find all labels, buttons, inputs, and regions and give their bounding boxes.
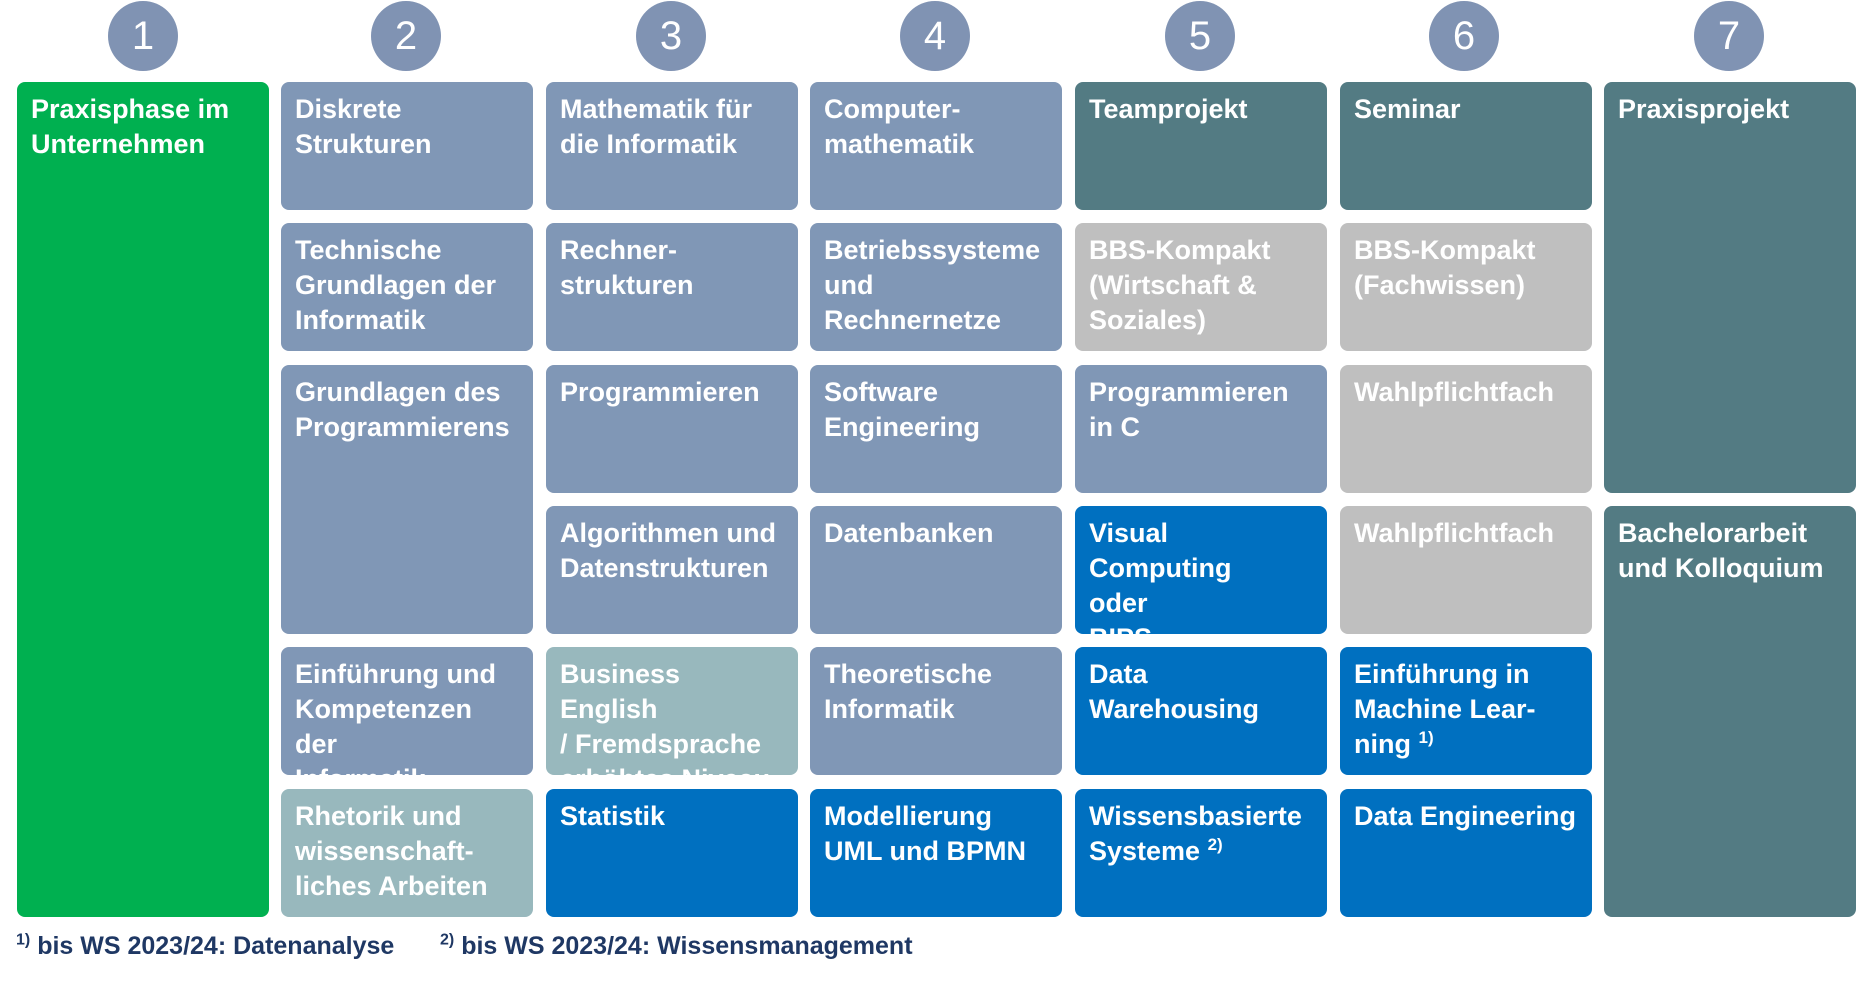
module-machine-learning: Einführung in Machine Lear- ning 1): [1340, 647, 1592, 775]
module-theoretische-informatik: Theoretische Informatik: [810, 647, 1062, 775]
semester-1-badge: 1: [108, 1, 178, 71]
module-grundlagen-programmieren: Grundlagen des Programmierens: [281, 365, 533, 634]
semester-3-badge: 3: [636, 1, 706, 71]
footnote-1-mark: 1): [16, 931, 31, 949]
module-betriebssysteme: Betriebssysteme und Rechnernetze: [810, 223, 1062, 351]
module-data-engineering: Data Engineering: [1340, 789, 1592, 917]
module-programmieren: Programmieren: [546, 365, 798, 493]
footnote-2-text: bis WS 2023/24: Wissensmanagement: [461, 932, 913, 960]
module-bachelorarbeit: Bachelorarbeit und Kolloquium: [1604, 506, 1856, 917]
footnote-2: 2) bis WS 2023/24: Wissensmanagement: [440, 930, 913, 962]
module-technische-grundlagen: Technische Grundlagen der Informatik: [281, 223, 533, 351]
module-datenbanken: Datenbanken: [810, 506, 1062, 634]
module-praxisprojekt: Praxisprojekt: [1604, 82, 1856, 493]
module-algorithmen: Algorithmen und Datenstrukturen: [546, 506, 798, 634]
footnote-1: 1) bis WS 2023/24: Datenanalyse: [16, 930, 394, 962]
module-data-warehousing: Data Warehousing: [1075, 647, 1327, 775]
module-modellierung: Modellierung UML und BPMN: [810, 789, 1062, 917]
module-wissensbasierte-label: Wissensbasierte Systeme: [1089, 801, 1302, 866]
module-teamprojekt: Teamprojekt: [1075, 82, 1327, 210]
semester-2-badge: 2: [371, 1, 441, 71]
semester-5-badge: 5: [1165, 1, 1235, 71]
footnote-2-mark: 2): [440, 931, 455, 949]
module-bbs-wirtschaft: BBS-Kompakt (Wirtschaft & Soziales): [1075, 223, 1327, 351]
module-programmieren-c: Programmieren in C: [1075, 365, 1327, 493]
module-statistik: Statistik: [546, 789, 798, 917]
module-software-engineering: Software Engineering: [810, 365, 1062, 493]
module-rhetorik: Rhetorik und wissenschaft- liches Arbeit…: [281, 789, 533, 917]
module-rechnerstrukturen: Rechner- strukturen: [546, 223, 798, 351]
module-bbs-fachwissen: BBS-Kompakt (Fachwissen): [1340, 223, 1592, 351]
module-computermathematik: Computer- mathematik: [810, 82, 1062, 210]
module-praxisphase: Praxisphase im Unternehmen: [17, 82, 269, 917]
module-machine-learning-label: Einführung in Machine Lear- ning: [1354, 659, 1536, 759]
module-wahlpflichtfach-2: Wahlpflichtfach: [1340, 506, 1592, 634]
semester-7-badge: 7: [1694, 1, 1764, 71]
semester-6-badge: 6: [1429, 1, 1499, 71]
module-seminar: Seminar: [1340, 82, 1592, 210]
module-mathematik: Mathematik für die Informatik: [546, 82, 798, 210]
module-business-english: Business English / Fremdsprache erhöhtes…: [546, 647, 798, 775]
module-diskrete-strukturen: Diskrete Strukturen: [281, 82, 533, 210]
module-visual-computing: Visual Computing oder BIPS: [1075, 506, 1327, 634]
module-wissensbasierte-systeme: Wissensbasierte Systeme 2): [1075, 789, 1327, 917]
semester-4-badge: 4: [900, 1, 970, 71]
module-wahlpflichtfach-1: Wahlpflichtfach: [1340, 365, 1592, 493]
footnote-ref-1: 1): [1418, 728, 1434, 747]
module-einfuehrung-kompetenzen: Einführung und Kompetenzen der Informati…: [281, 647, 533, 775]
footnote-ref-2: 2): [1207, 835, 1223, 854]
footnote-1-text: bis WS 2023/24: Datenanalyse: [37, 932, 395, 960]
